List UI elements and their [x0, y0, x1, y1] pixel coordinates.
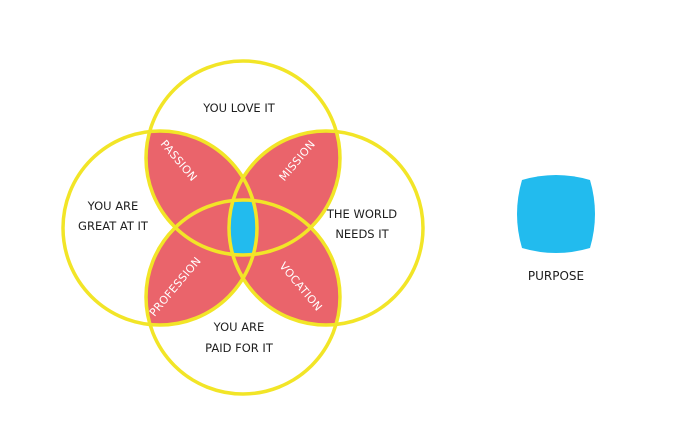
label-you-are-great-line1: YOU ARE — [87, 199, 139, 213]
label-paid-line1: YOU ARE — [213, 320, 265, 334]
label-world-needs-line1: THE WORLD — [326, 207, 397, 221]
circle-the-world-needs-it — [227, 129, 425, 327]
label-you-are-great-line2: GREAT AT IT — [78, 219, 149, 233]
circle-you-are-paid-for-it — [144, 198, 342, 396]
legend-purpose-label: PURPOSE — [528, 269, 584, 283]
label-paid-line2: PAID FOR IT — [205, 341, 274, 355]
circle-you-love-it — [144, 59, 342, 257]
circle-you-are-great-at-it — [61, 129, 259, 327]
label-world-needs-line2: NEEDS IT — [335, 227, 389, 241]
label-you-love-it: YOU LOVE IT — [202, 101, 276, 115]
purpose-legend-swatch — [517, 175, 595, 253]
